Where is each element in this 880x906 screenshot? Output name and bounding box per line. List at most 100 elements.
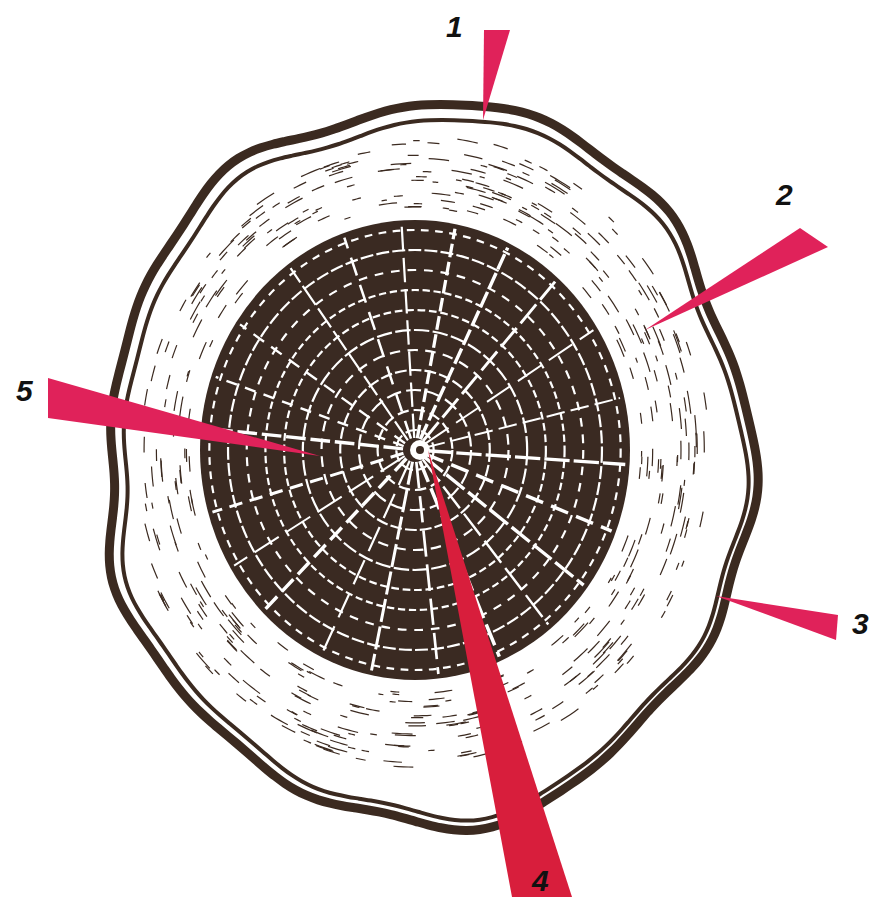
growth-ring-stroke bbox=[645, 518, 650, 535]
growth-ring-stroke bbox=[703, 431, 705, 452]
growth-ring-stroke bbox=[225, 595, 231, 604]
growth-ring-stroke bbox=[660, 329, 665, 341]
growth-ring-stroke bbox=[619, 338, 625, 352]
growth-ring-stroke bbox=[303, 209, 309, 212]
growth-ring-stroke bbox=[242, 221, 250, 228]
growth-ring-stroke bbox=[187, 615, 193, 623]
growth-ring-stroke bbox=[176, 478, 178, 494]
growth-ring-stroke bbox=[659, 292, 669, 311]
growth-ring-stroke bbox=[530, 709, 542, 715]
growth-ring-stroke bbox=[480, 177, 485, 178]
growth-ring-stroke bbox=[445, 700, 451, 702]
growth-ring-stroke bbox=[244, 239, 255, 249]
sapwood-rings bbox=[144, 139, 706, 767]
growth-ring-stroke bbox=[301, 168, 320, 176]
growth-ring-stroke bbox=[436, 721, 454, 723]
growth-ring-stroke bbox=[494, 144, 508, 149]
growth-ring-stroke bbox=[533, 230, 539, 234]
growth-ring-stroke bbox=[588, 672, 594, 677]
growth-ring-stroke bbox=[441, 200, 455, 202]
growth-ring-stroke bbox=[311, 730, 328, 737]
growth-ring-stroke bbox=[583, 287, 592, 298]
growth-ring-stroke bbox=[235, 293, 243, 303]
growth-ring-stroke bbox=[626, 320, 634, 335]
growth-ring-stroke bbox=[617, 340, 624, 357]
growth-ring-stroke bbox=[531, 205, 539, 209]
growth-ring-stroke bbox=[644, 326, 649, 337]
growth-ring-stroke bbox=[561, 709, 579, 721]
growth-ring-stroke bbox=[617, 255, 624, 264]
growth-ring-stroke bbox=[199, 604, 207, 616]
inner-bark bbox=[122, 120, 748, 820]
growth-ring-stroke bbox=[301, 731, 310, 735]
growth-ring-stroke bbox=[329, 171, 343, 176]
growth-ring-stroke bbox=[535, 715, 544, 720]
growth-ring-stroke bbox=[152, 503, 153, 509]
growth-ring-stroke bbox=[423, 706, 439, 707]
growth-ring-stroke bbox=[460, 722, 469, 724]
growth-ring-stroke bbox=[231, 233, 240, 242]
growth-ring-stroke bbox=[313, 211, 318, 214]
growth-ring-stroke bbox=[165, 342, 169, 353]
growth-ring-stroke bbox=[332, 165, 342, 168]
growth-ring-stroke bbox=[529, 216, 543, 225]
pith bbox=[410, 440, 430, 460]
growth-ring-stroke bbox=[588, 641, 600, 653]
growth-ring-stroke bbox=[241, 650, 255, 663]
growth-ring-stroke bbox=[222, 269, 226, 273]
growth-ring-stroke bbox=[647, 457, 648, 477]
growth-ring-stroke bbox=[670, 534, 677, 554]
growth-ring-stroke bbox=[215, 280, 226, 296]
growth-ring-stroke bbox=[452, 170, 472, 174]
growth-ring-stroke bbox=[579, 671, 595, 685]
growth-ring-stroke bbox=[429, 159, 449, 161]
growth-ring-stroke bbox=[660, 292, 667, 305]
growth-ring-stroke bbox=[197, 611, 203, 619]
growth-ring-stroke bbox=[435, 690, 453, 692]
growth-ring-stroke bbox=[236, 280, 247, 294]
growth-ring-stroke bbox=[408, 155, 419, 156]
growth-ring-stroke bbox=[167, 375, 170, 389]
growth-ring-stroke bbox=[318, 216, 330, 221]
medullary-ray bbox=[266, 458, 407, 608]
medullary-ray bbox=[416, 462, 438, 674]
growth-ring-stroke bbox=[392, 733, 413, 734]
growth-ring-stroke bbox=[159, 594, 168, 611]
growth-ring-stroke bbox=[539, 166, 547, 170]
growth-ring-stroke bbox=[668, 386, 670, 398]
medullary-ray bbox=[423, 282, 555, 441]
growth-ring-stroke bbox=[630, 588, 634, 595]
callout-number: 3 bbox=[852, 607, 869, 641]
growth-ring-stroke bbox=[537, 245, 548, 253]
growth-ring-stroke bbox=[172, 345, 177, 358]
medullary-ray bbox=[427, 398, 620, 447]
growth-ring-stroke bbox=[532, 203, 537, 206]
growth-ring-stroke bbox=[303, 711, 311, 715]
growth-ring-stroke bbox=[193, 314, 198, 323]
growth-ring-stroke bbox=[151, 366, 155, 381]
growth-ring-stroke bbox=[433, 181, 439, 183]
growth-ring-stroke bbox=[303, 664, 314, 670]
growth-ring-stroke bbox=[628, 569, 634, 581]
growth-ring-stroke bbox=[635, 309, 638, 315]
growth-ring-stroke bbox=[570, 212, 585, 224]
growth-ring-stroke bbox=[321, 729, 340, 736]
growth-ring-stroke bbox=[647, 286, 657, 303]
growth-ring-stroke bbox=[362, 750, 369, 751]
growth-ring-stroke bbox=[295, 696, 311, 704]
growth-ring-stroke bbox=[638, 595, 644, 606]
growth-ring-stroke bbox=[189, 456, 191, 471]
growth-ring-stroke bbox=[586, 688, 593, 694]
growth-ring-stroke bbox=[527, 669, 534, 673]
growth-ring-stroke bbox=[639, 467, 640, 479]
growth-ring-stroke bbox=[685, 529, 687, 537]
growth-ring-stroke bbox=[302, 724, 317, 730]
growth-ring-stroke bbox=[390, 691, 399, 693]
growth-ring-stroke bbox=[654, 308, 658, 317]
medullary-ray bbox=[344, 238, 411, 439]
growth-ring-stroke bbox=[662, 465, 663, 482]
growth-ring-stroke bbox=[506, 178, 511, 180]
growth-ring-stroke bbox=[611, 589, 614, 595]
growth-ring-stroke bbox=[660, 559, 667, 575]
growth-ring-stroke bbox=[661, 523, 664, 533]
